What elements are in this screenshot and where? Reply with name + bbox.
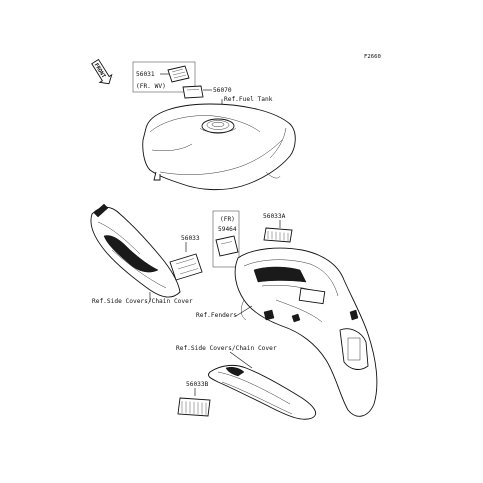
label-59464-bracket: [212, 210, 240, 268]
ref-fuel-tank: Ref.Fuel Tank: [224, 96, 273, 103]
part-56031: 56031: [136, 71, 155, 78]
part-fr-note: (FR): [220, 216, 235, 223]
ref-side-covers-1: Ref.Side Covers/Chain Cover: [92, 298, 193, 305]
part-59464: 59464: [218, 226, 237, 233]
part-56033A: 56033A: [263, 213, 286, 220]
label-56031-bracket: [132, 61, 196, 93]
decal-56033B: [177, 397, 211, 417]
ref-side-covers-2: Ref.Side Covers/Chain Cover: [176, 345, 277, 352]
part-56070: 56070: [213, 87, 232, 94]
side-cover-left: [90, 203, 181, 298]
decal-56070: [182, 85, 204, 99]
part-56033: 56033: [181, 235, 200, 242]
ref-fenders: Ref.Fenders: [196, 312, 237, 319]
part-56031-note: (FR. WV): [136, 83, 166, 90]
leader-side-cover-2: [229, 351, 253, 369]
decal-56033A: [263, 227, 293, 243]
decal-56033: [169, 253, 203, 281]
rear-fender: [234, 247, 378, 417]
leader-fenders: [235, 305, 253, 317]
side-cover-right: [207, 364, 316, 420]
figure-code: F2660: [364, 54, 381, 60]
decal-59464: [215, 235, 239, 257]
decal-56031: [167, 65, 190, 83]
front-arrow-icon: FRONT: [91, 58, 113, 85]
part-56033B: 56033B: [186, 381, 209, 388]
fuel-tank: [142, 103, 296, 191]
